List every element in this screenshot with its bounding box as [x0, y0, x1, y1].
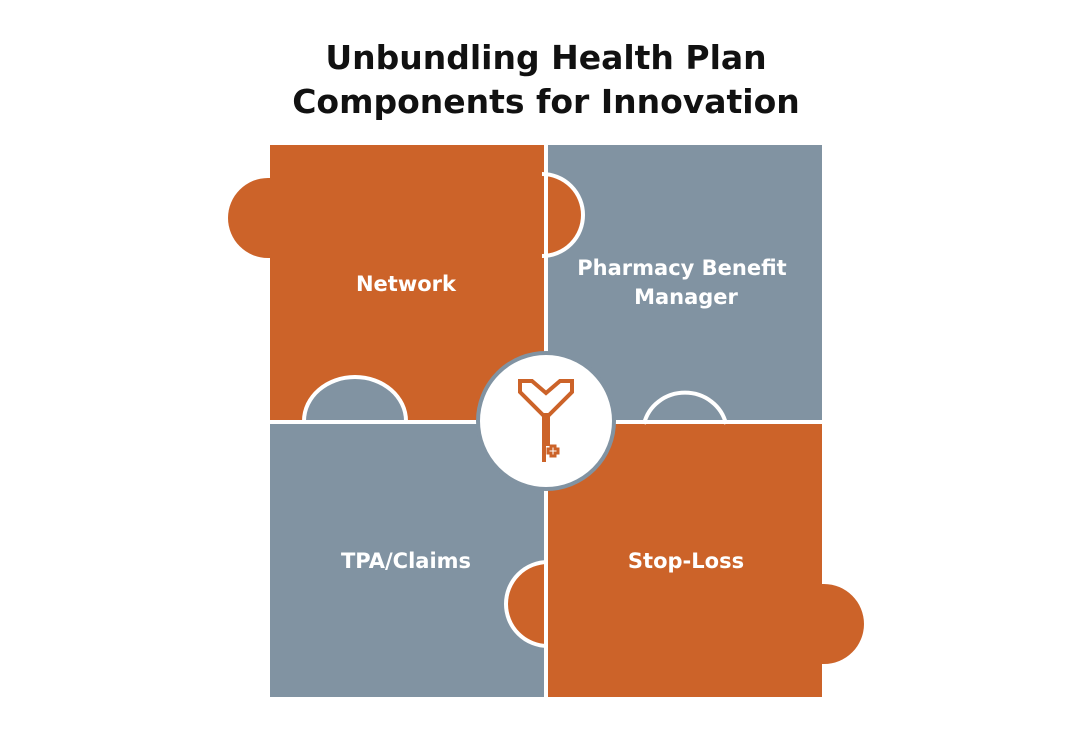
diagram-title: Unbundling Health Plan Components for In… — [0, 36, 1092, 124]
label-pbm-line-2: Manager — [634, 285, 738, 309]
label-network: Network — [356, 272, 457, 296]
piece-pbm-bottom-tab — [644, 392, 726, 424]
key-with-heart-and-medical-cross-icon — [518, 379, 574, 462]
piece-network-right-tab-outline — [541, 172, 585, 258]
piece-tpa-top-tab — [306, 379, 404, 421]
piece-stop-loss-right-tab — [820, 584, 864, 664]
title-line-2: Components for Innovation — [292, 82, 800, 121]
piece-network-left-tab — [228, 178, 272, 258]
title-line-1: Unbundling Health Plan — [325, 38, 767, 77]
piece-pbm-bottom-tab-outline — [642, 390, 728, 425]
piece-stop-loss-left-tab-outline — [504, 560, 549, 648]
label-pbm-line-1: Pharmacy Benefit — [577, 256, 786, 280]
label-stop-loss: Stop-Loss — [628, 549, 744, 573]
medical-cross-icon — [546, 444, 560, 458]
label-tpa-claims: TPA/Claims — [341, 549, 471, 573]
center-badge — [476, 351, 616, 491]
piece-network-right-tab — [542, 174, 583, 256]
piece-stop-loss-left-tab — [506, 562, 548, 646]
